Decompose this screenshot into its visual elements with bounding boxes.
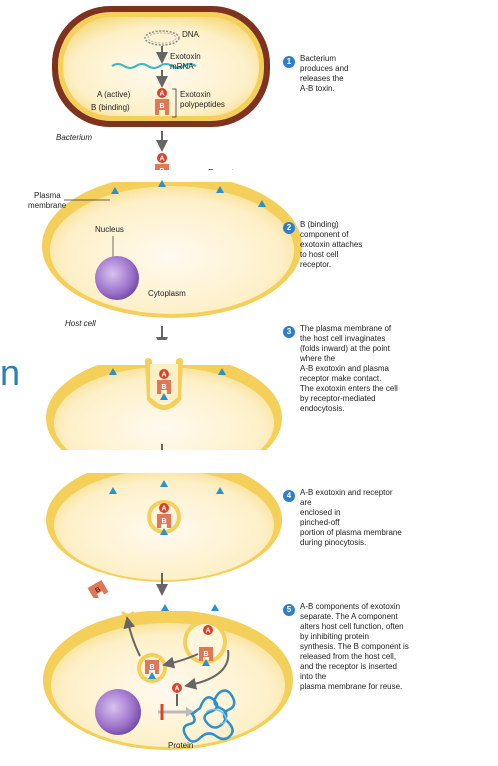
exotoxin-polypeptides-label-2: polypeptides — [180, 100, 225, 109]
step-line: enclosed in — [300, 508, 341, 517]
step-line: released from the host cell, — [300, 652, 397, 661]
svg-text:A: A — [159, 156, 164, 163]
step-line: component of — [300, 230, 349, 239]
nucleus-stage5 — [95, 689, 141, 735]
step-number-badge: 2 — [283, 222, 295, 234]
step-number-badge: 1 — [283, 56, 295, 68]
a-active-label: A (active) — [97, 90, 131, 99]
step-line: synthesis. The B component is — [300, 642, 409, 651]
dna-icon — [144, 30, 180, 46]
dna-label: DNA — [182, 30, 200, 39]
step-line: A-B exotoxin and receptor — [300, 488, 393, 497]
step-line: Bacterium — [300, 54, 337, 63]
cropped-edge-letter: n — [0, 352, 21, 393]
step-line: receptor. — [300, 260, 332, 269]
toxin-stage4: A B — [157, 503, 171, 528]
step-line: produces and — [300, 64, 349, 73]
toxin-stage3: A B — [157, 369, 171, 394]
bacterium-label: Bacterium — [56, 133, 92, 142]
step-line: portion of plasma membrane — [300, 528, 402, 537]
step-line: pinched-off — [300, 518, 340, 527]
step-number-badge: 5 — [283, 604, 295, 616]
step-line: A-B components of exotoxin — [300, 602, 401, 611]
svg-text:B: B — [161, 384, 166, 391]
arrow-a-to-center — [184, 649, 230, 690]
step-line: and the receptor is inserted — [300, 662, 397, 671]
step-line: plasma membrane for reuse. — [300, 682, 403, 691]
step-number-badge: 3 — [283, 326, 295, 338]
protein-icon — [182, 689, 236, 743]
step-line: are — [300, 498, 312, 507]
step-line: the host cell invaginates — [300, 334, 386, 343]
svg-text:A: A — [161, 506, 166, 513]
svg-text:A: A — [205, 628, 210, 635]
mrna-strand — [111, 63, 197, 69]
svg-text:B: B — [94, 586, 102, 595]
svg-text:B: B — [149, 664, 154, 671]
step-line: (folds inward) at the point — [300, 344, 390, 353]
step-line: exotoxin attaches — [300, 240, 363, 249]
step-line: endocytosis. — [300, 404, 345, 413]
svg-text:A: A — [159, 91, 164, 98]
step-line: The plasma membrane of — [300, 324, 392, 333]
step-line: The exotoxin enters the cell — [300, 384, 398, 393]
exotoxin-mrna-label-1: Exotoxin — [170, 52, 201, 61]
step-line: A-B toxin. — [300, 84, 335, 93]
step-line: alters host cell function, often — [300, 622, 404, 631]
step-line: by inhibiting protein — [300, 632, 369, 641]
step-line: B (binding) — [300, 220, 339, 229]
exotoxin-polypeptides-label-1: Exotoxin — [180, 90, 211, 99]
step-line: during pinocytosis. — [300, 538, 367, 547]
svg-text:A: A — [161, 372, 166, 379]
step-line: where the — [300, 354, 336, 363]
nucleus — [95, 256, 139, 300]
plasma-membrane-label-1: Plasma — [34, 191, 61, 200]
step-line: to host cell — [300, 250, 339, 259]
a-component-free: A — [172, 683, 182, 693]
released-b-component: B — [87, 579, 109, 601]
protein-label: Protein — [168, 741, 193, 750]
svg-text:B: B — [161, 518, 166, 525]
step-line: into the — [300, 672, 327, 681]
host-cell-stage5 — [30, 598, 310, 750]
svg-text:B: B — [159, 103, 164, 110]
exotoxin-mrna-label-2: mRNA — [170, 62, 194, 71]
svg-text:A: A — [174, 686, 179, 693]
arrow-b-to-left-vesicle — [162, 653, 199, 669]
polypeptide-bracket — [172, 88, 177, 118]
arrow-left-vesicle-up — [123, 616, 141, 657]
receptors-stage2 — [111, 180, 266, 207]
svg-text:B: B — [203, 651, 208, 658]
b-binding-label: B (binding) — [91, 103, 130, 112]
step-line: separate. The A component — [300, 612, 398, 621]
step-line: A-B exotoxin and plasma — [300, 364, 389, 373]
plasma-membrane-label-2: membrane — [28, 201, 67, 210]
step-line: receptor make contact. — [300, 374, 382, 383]
inhibition-symbol — [158, 704, 194, 720]
ab-toxin-stage1: A B — [155, 88, 169, 115]
receptors-stage5 — [161, 604, 219, 611]
receptors-stage4 — [109, 480, 224, 535]
step-line: releases the — [300, 74, 344, 83]
vesicle-left-stage5: B — [137, 653, 167, 683]
step-line: by receptor-mediated — [300, 394, 376, 403]
cytoplasm-label: Cytoplasm — [148, 289, 186, 298]
host-cell-label: Host cell — [65, 319, 96, 328]
step-number-badge: 4 — [283, 490, 295, 502]
nucleus-label: Nucleus — [95, 225, 124, 234]
receptors-stage3 — [109, 368, 226, 400]
vesicle-right-stage5: A B — [183, 620, 227, 666]
